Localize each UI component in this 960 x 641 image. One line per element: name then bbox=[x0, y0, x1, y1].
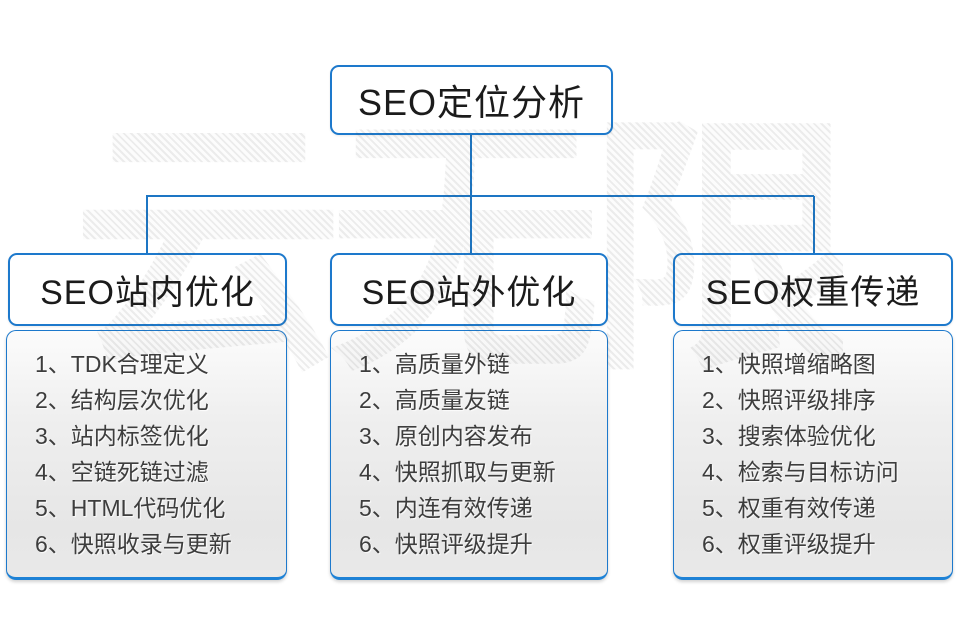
connector-right-drop bbox=[813, 196, 815, 254]
list-item: 1、TDK合理定义 bbox=[35, 351, 209, 377]
list-item: 6、快照收录与更新 bbox=[35, 531, 232, 557]
connector-root-drop bbox=[470, 135, 472, 196]
list-item: 4、空链死链过滤 bbox=[35, 459, 209, 485]
column-offsite-title: SEO站外优化 bbox=[361, 274, 577, 312]
column-onsite-panel: 1、TDK合理定义 2、结构层次优化 3、站内标签优化 4、空链死链过滤 5、H… bbox=[6, 330, 287, 580]
list-item: 6、权重评级提升 bbox=[702, 531, 876, 557]
column-onsite-list: 1、TDK合理定义 2、结构层次优化 3、站内标签优化 4、空链死链过滤 5、H… bbox=[35, 346, 278, 562]
column-onsite-title: SEO站内优化 bbox=[40, 274, 255, 312]
list-item: 5、权重有效传递 bbox=[702, 495, 876, 521]
column-weight-heading: SEO权重传递 bbox=[673, 253, 953, 326]
column-onsite-heading: SEO站内优化 bbox=[8, 253, 287, 326]
list-item: 4、检索与目标访问 bbox=[702, 459, 899, 485]
list-item: 3、搜索体验优化 bbox=[702, 423, 876, 449]
connector-horizontal bbox=[146, 195, 814, 197]
list-item: 1、快照增缩略图 bbox=[702, 351, 876, 377]
list-item: 3、原创内容发布 bbox=[359, 423, 533, 449]
list-item: 6、快照评级提升 bbox=[359, 531, 533, 557]
column-offsite-list: 1、高质量外链 2、高质量友链 3、原创内容发布 4、快照抓取与更新 5、内连有… bbox=[359, 346, 599, 562]
column-weight-title: SEO权重传递 bbox=[705, 274, 921, 312]
list-item: 2、快照评级排序 bbox=[702, 387, 876, 413]
list-item: 1、高质量外链 bbox=[359, 351, 510, 377]
column-offsite-heading: SEO站外优化 bbox=[330, 253, 608, 326]
column-offsite-panel: 1、高质量外链 2、高质量友链 3、原创内容发布 4、快照抓取与更新 5、内连有… bbox=[330, 330, 608, 580]
column-weight-list: 1、快照增缩略图 2、快照评级排序 3、搜索体验优化 4、检索与目标访问 5、权… bbox=[702, 346, 944, 562]
list-item: 5、HTML代码优化 bbox=[35, 495, 226, 521]
root-node-title: SEO定位分析 bbox=[357, 82, 586, 123]
column-weight-panel: 1、快照增缩略图 2、快照评级排序 3、搜索体验优化 4、检索与目标访问 5、权… bbox=[673, 330, 953, 580]
list-item: 2、高质量友链 bbox=[359, 387, 510, 413]
connector-mid-drop bbox=[470, 196, 472, 254]
connector-left-drop bbox=[146, 196, 148, 254]
list-item: 2、结构层次优化 bbox=[35, 387, 209, 413]
list-item: 4、快照抓取与更新 bbox=[359, 459, 556, 485]
list-item: 5、内连有效传递 bbox=[359, 495, 533, 521]
list-item: 3、站内标签优化 bbox=[35, 423, 209, 449]
root-node-seo-positioning: SEO定位分析 bbox=[330, 65, 613, 135]
